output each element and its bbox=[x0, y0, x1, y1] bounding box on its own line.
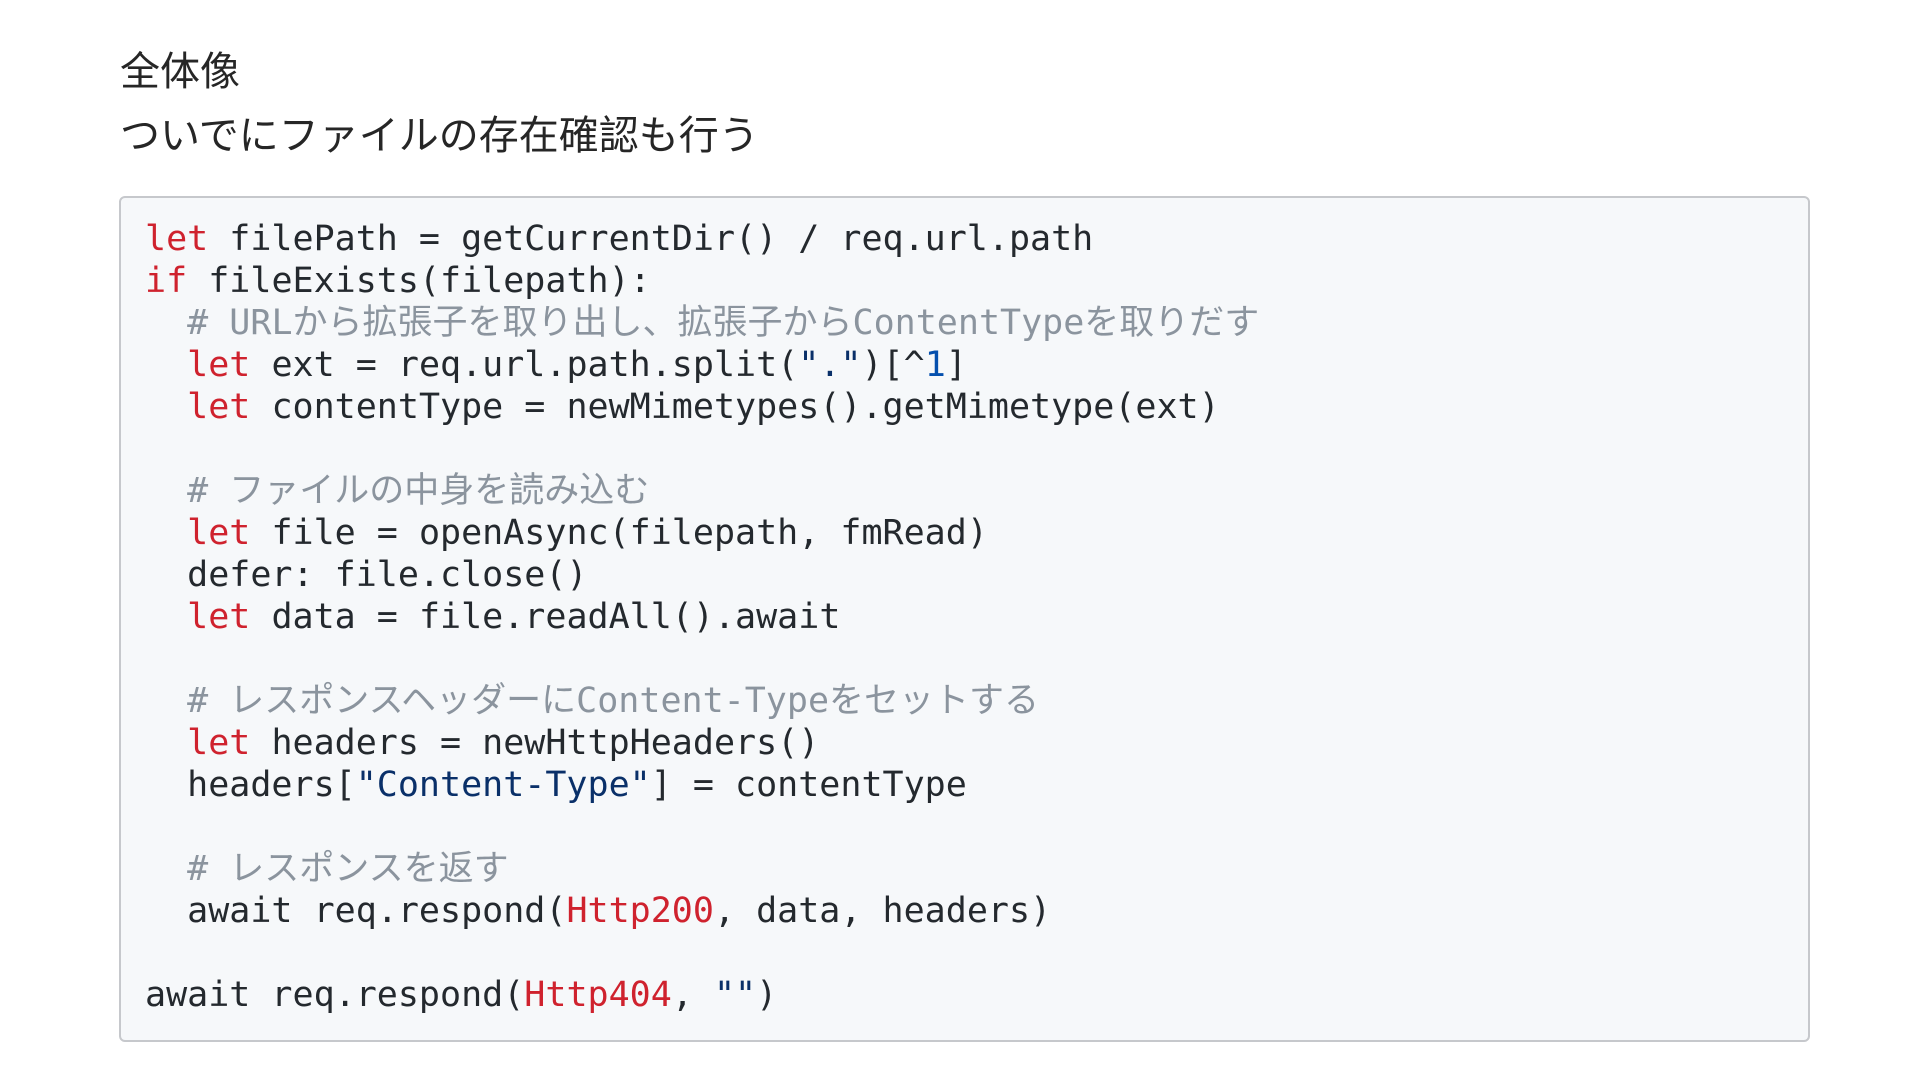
code-line: let file = openAsync(filepath, fmRead) bbox=[145, 512, 1784, 554]
code-line: let contentType = newMimetypes().getMime… bbox=[145, 386, 1784, 428]
code-text bbox=[145, 597, 187, 637]
code-comment: # レスポンスヘッダーにContent-Typeをセットする bbox=[187, 681, 1040, 721]
code-text: , bbox=[671, 975, 714, 1015]
code-line: # レスポンスヘッダーにContent-Typeをセットする bbox=[145, 680, 1784, 722]
code-comment: # ファイルの中身を読み込む bbox=[187, 471, 650, 511]
code-keyword: if bbox=[145, 261, 188, 301]
code-text: ext = req.url.path.split( bbox=[250, 345, 799, 385]
code-line: # レスポンスを返す bbox=[145, 848, 1784, 890]
code-line: await req.respond(Http404, "") bbox=[145, 974, 1784, 1016]
code-text bbox=[145, 471, 187, 511]
code-text: headers = newHttpHeaders() bbox=[250, 723, 820, 763]
code-line: let ext = req.url.path.split(".")[^1] bbox=[145, 344, 1784, 386]
code-line: if fileExists(filepath): bbox=[145, 260, 1784, 302]
code-keyword: let bbox=[145, 219, 209, 259]
code-text: file = openAsync(filepath, fmRead) bbox=[250, 513, 988, 553]
code-keyword: let bbox=[187, 513, 251, 553]
code-text: ] bbox=[945, 345, 967, 385]
code-line: let data = file.readAll().await bbox=[145, 596, 1784, 638]
code-number: 1 bbox=[924, 345, 946, 385]
code-text bbox=[145, 723, 187, 763]
code-comment: # レスポンスを返す bbox=[187, 849, 509, 889]
code-line: headers["Content-Type"] = contentType bbox=[145, 764, 1784, 806]
code-line: let headers = newHttpHeaders() bbox=[145, 722, 1784, 764]
code-text bbox=[145, 849, 187, 889]
code-string: "" bbox=[713, 975, 757, 1015]
code-text: headers[ bbox=[145, 765, 356, 805]
code-line: defer: file.close() bbox=[145, 554, 1784, 596]
code-text: , data, headers) bbox=[713, 891, 1052, 931]
code-string: "Content-Type" bbox=[355, 765, 651, 805]
code-line bbox=[145, 806, 1784, 848]
code-block: let filePath = getCurrentDir() / req.url… bbox=[119, 196, 1810, 1042]
code-line bbox=[145, 428, 1784, 470]
code-text: await req.respond( bbox=[145, 891, 567, 931]
code-listing: let filePath = getCurrentDir() / req.url… bbox=[145, 218, 1784, 1016]
code-text bbox=[145, 387, 187, 427]
code-keyword: let bbox=[187, 345, 251, 385]
code-text bbox=[145, 681, 187, 721]
code-line bbox=[145, 638, 1784, 680]
code-text: await req.respond( bbox=[145, 975, 525, 1015]
code-text: contentType = newMimetypes().getMimetype… bbox=[250, 387, 1220, 427]
code-line: await req.respond(Http200, data, headers… bbox=[145, 890, 1784, 932]
code-text bbox=[145, 303, 187, 343]
code-text bbox=[145, 345, 187, 385]
code-text: data = file.readAll().await bbox=[250, 597, 841, 637]
code-keyword: let bbox=[187, 723, 251, 763]
code-line bbox=[145, 932, 1784, 974]
code-constant: Http404 bbox=[524, 975, 672, 1015]
code-text: defer: file.close() bbox=[145, 555, 588, 595]
code-text: ) bbox=[756, 975, 778, 1015]
code-text: ] = contentType bbox=[650, 765, 967, 805]
code-keyword: let bbox=[187, 597, 251, 637]
code-text: fileExists(filepath): bbox=[187, 261, 651, 301]
page-subtitle: ついでにファイルの存在確認も行う bbox=[120, 113, 759, 159]
code-text bbox=[145, 513, 187, 553]
code-line: # ファイルの中身を読み込む bbox=[145, 470, 1784, 512]
code-text: filePath = getCurrentDir() / req.url.pat… bbox=[208, 219, 1094, 259]
code-constant: Http200 bbox=[566, 891, 714, 931]
page-title: 全体像 bbox=[120, 49, 240, 95]
code-keyword: let bbox=[187, 387, 251, 427]
code-line: # URLから拡張子を取り出し、拡張子からContentTypeを取りだす bbox=[145, 302, 1784, 344]
code-text: )[^ bbox=[861, 345, 925, 385]
code-comment: # URLから拡張子を取り出し、拡張子からContentTypeを取りだす bbox=[187, 303, 1260, 343]
code-string: "." bbox=[798, 345, 862, 385]
code-line: let filePath = getCurrentDir() / req.url… bbox=[145, 218, 1784, 260]
